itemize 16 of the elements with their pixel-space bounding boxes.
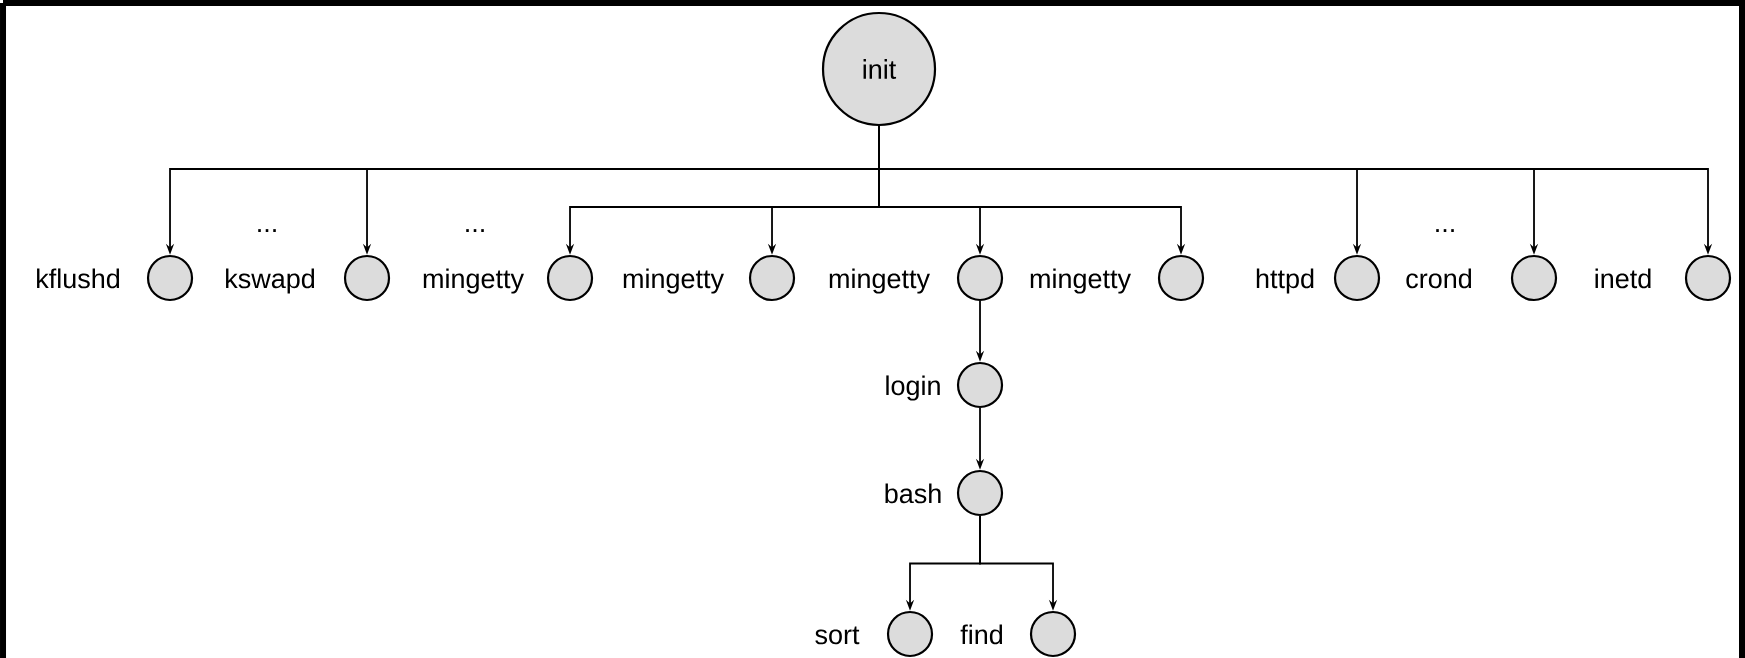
process-label: httpd: [1256, 268, 1314, 294]
process-label: kflushd: [37, 268, 120, 289]
process-label: find: [960, 624, 1003, 645]
process-label: bash: [885, 483, 941, 504]
process-label: mingetty: [829, 268, 930, 294]
process-label: crond: [1406, 268, 1472, 289]
process-label: kswapd: [226, 268, 315, 294]
process-label: sort: [815, 626, 860, 645]
ellipsis: ...: [466, 229, 484, 232]
ellipsis: ...: [1436, 229, 1454, 232]
process-label: login: [886, 375, 940, 401]
process-label: mingetty: [423, 268, 524, 294]
process-label: mingetty: [623, 268, 724, 294]
process-label: mingetty: [1030, 268, 1131, 294]
ellipsis: ...: [258, 229, 276, 232]
process-label: inetd: [1595, 268, 1651, 289]
